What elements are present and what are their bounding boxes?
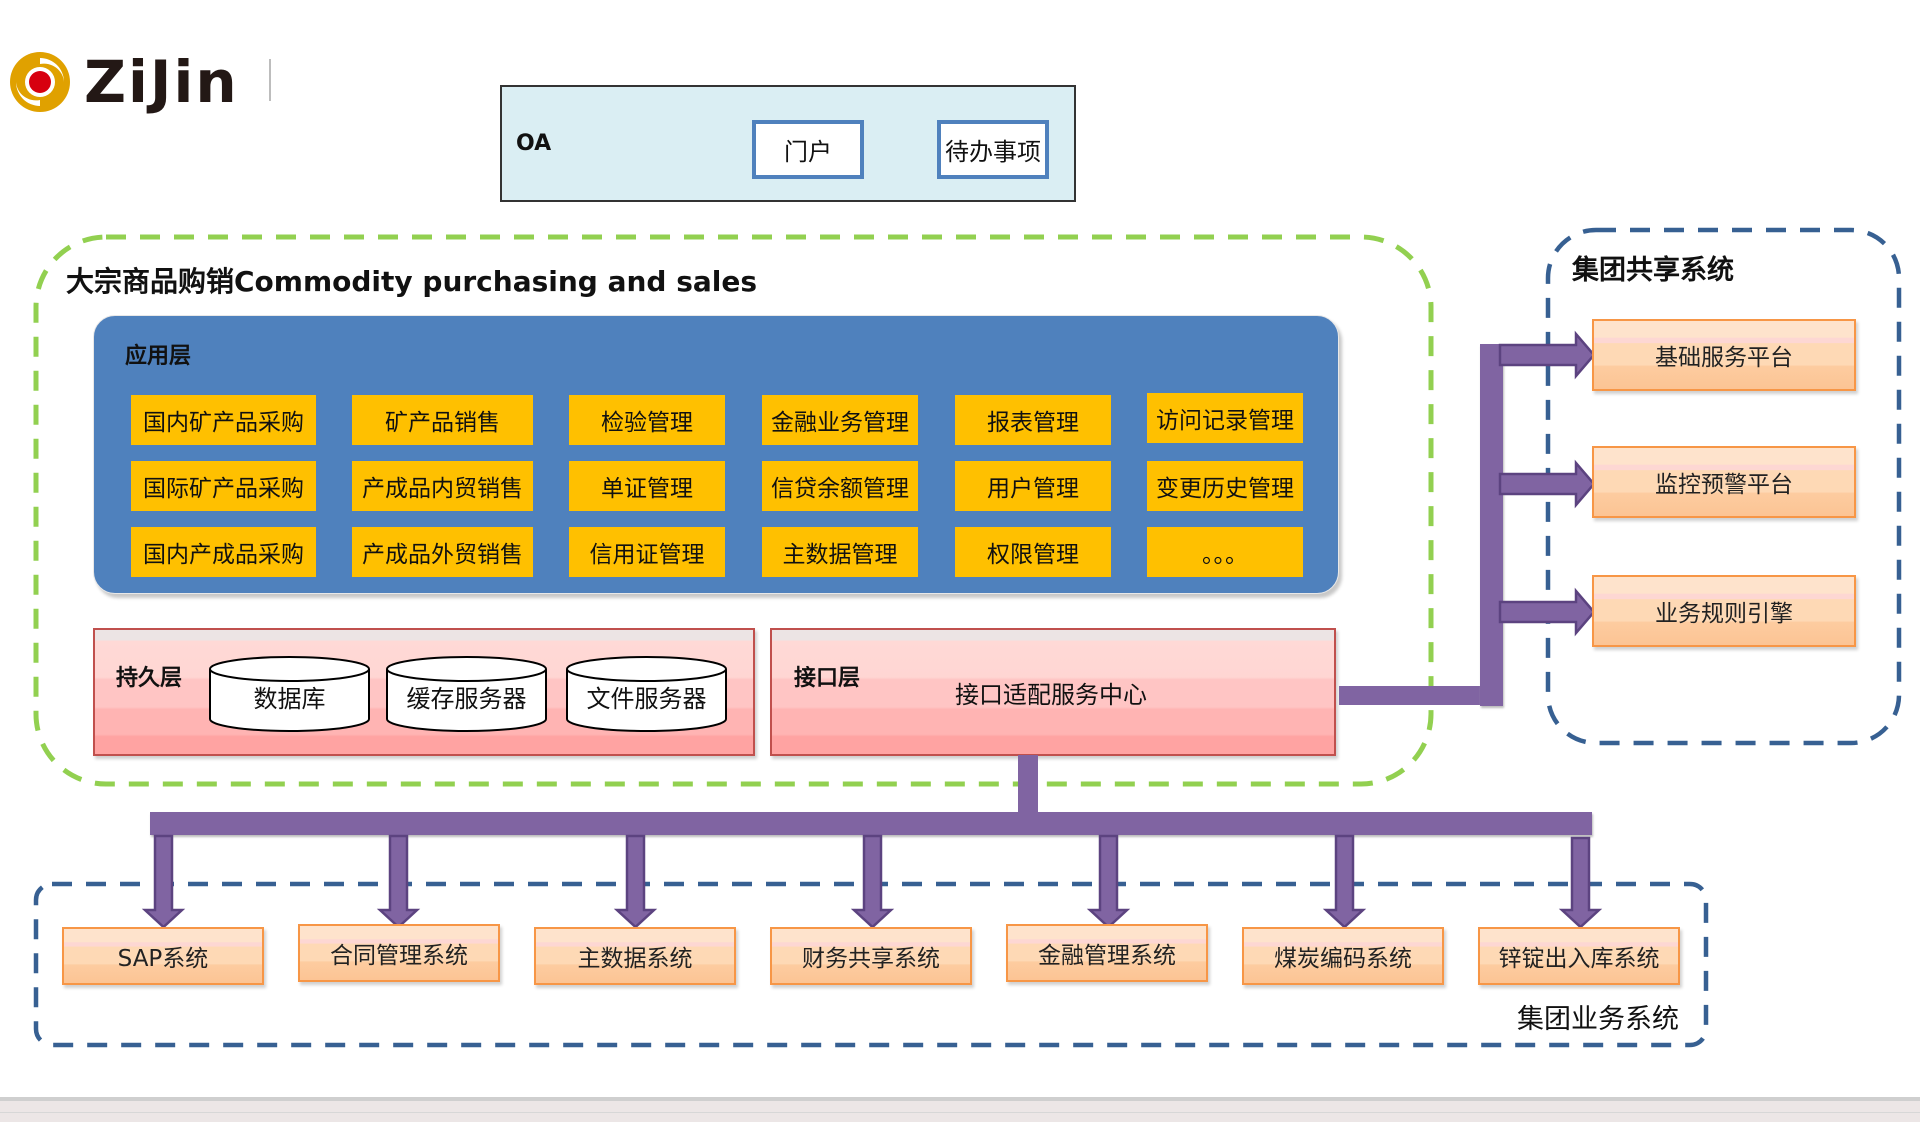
business-bus (150, 812, 1592, 835)
module-inspection[interactable]: 检验管理 (569, 395, 725, 445)
footer-divider (0, 1112, 1920, 1113)
footer-band (0, 1097, 1920, 1122)
logo-divider (269, 59, 271, 101)
business-system-coal-coding[interactable]: 煤炭编码系统 (1242, 927, 1444, 985)
shared-system-monitoring[interactable]: 监控预警平台 (1592, 446, 1856, 518)
commodity-title: 大宗商品购销Commodity purchasing and sales (66, 265, 758, 298)
shared-systems-trunk (1480, 344, 1503, 706)
module-change-history[interactable]: 变更历史管理 (1147, 461, 1303, 511)
module-documents[interactable]: 单证管理 (569, 461, 725, 511)
module-intl-mineral-purchase[interactable]: 国际矿产品采购 (131, 461, 316, 511)
cache-server-store[interactable]: 缓存服务器 (385, 655, 548, 733)
module-more[interactable]: 。。。 (1147, 527, 1303, 577)
cache-server-label: 缓存服务器 (406, 685, 527, 713)
zijin-logo-icon (8, 50, 72, 114)
todo-button[interactable]: 待办事项 (937, 120, 1049, 179)
module-users[interactable]: 用户管理 (955, 461, 1111, 511)
module-letter-of-credit[interactable]: 信用证管理 (569, 527, 725, 577)
business-system-zinc-ingot[interactable]: 锌锭出入库系统 (1478, 927, 1680, 985)
cylinder-icon (566, 656, 727, 732)
persistence-layer-title: 持久层 (116, 666, 183, 691)
portal-button[interactable]: 门户 (752, 120, 864, 179)
cylinder-icon (386, 656, 547, 732)
application-layer-title: 应用层 (125, 344, 192, 369)
database-store[interactable]: 数据库 (208, 655, 371, 733)
interface-layer-title: 接口层 (794, 666, 861, 691)
file-server-store[interactable]: 文件服务器 (565, 655, 728, 733)
business-system-finance-mgmt[interactable]: 金融管理系统 (1006, 924, 1208, 982)
module-domestic-product-purchase[interactable]: 国内产成品采购 (131, 527, 316, 577)
commodity-system-boundary (33, 234, 1434, 787)
module-credit-balance[interactable]: 信贷余额管理 (762, 461, 918, 511)
module-master-data[interactable]: 主数据管理 (762, 527, 918, 577)
business-system-contract[interactable]: 合同管理系统 (298, 924, 500, 982)
interface-layer (770, 628, 1336, 756)
interface-to-bus-connector (1018, 755, 1038, 813)
cylinder-icon (209, 656, 370, 732)
module-domestic-product-sales[interactable]: 产成品内贸销售 (352, 461, 533, 511)
logo-wordmark: ZiJin (84, 48, 239, 116)
interface-adapter-center[interactable]: 接口适配服务中心 (955, 681, 1147, 709)
module-access-log[interactable]: 访问记录管理 (1147, 393, 1303, 443)
file-server-label: 文件服务器 (586, 685, 707, 713)
module-domestic-mineral-purchase[interactable]: 国内矿产品采购 (131, 395, 316, 445)
module-finance-business[interactable]: 金融业务管理 (762, 395, 918, 445)
module-permissions[interactable]: 权限管理 (955, 527, 1111, 577)
business-system-finance-shared[interactable]: 财务共享系统 (770, 927, 972, 985)
module-reports[interactable]: 报表管理 (955, 395, 1111, 445)
business-system-sap[interactable]: SAP系统 (62, 927, 264, 985)
business-systems-title: 集团业务系统 (1517, 1004, 1679, 1035)
module-foreign-product-sales[interactable]: 产成品外贸销售 (352, 527, 533, 577)
shared-system-basic-services[interactable]: 基础服务平台 (1592, 319, 1856, 391)
business-system-master-data[interactable]: 主数据系统 (534, 927, 736, 985)
module-mineral-sales[interactable]: 矿产品销售 (352, 395, 533, 445)
shared-systems-title: 集团共享系统 (1572, 255, 1734, 286)
database-label: 数据库 (253, 685, 326, 713)
shared-system-rules-engine[interactable]: 业务规则引擎 (1592, 575, 1856, 647)
interface-to-shared-connector (1339, 686, 1482, 705)
oa-label: OA (516, 131, 552, 156)
